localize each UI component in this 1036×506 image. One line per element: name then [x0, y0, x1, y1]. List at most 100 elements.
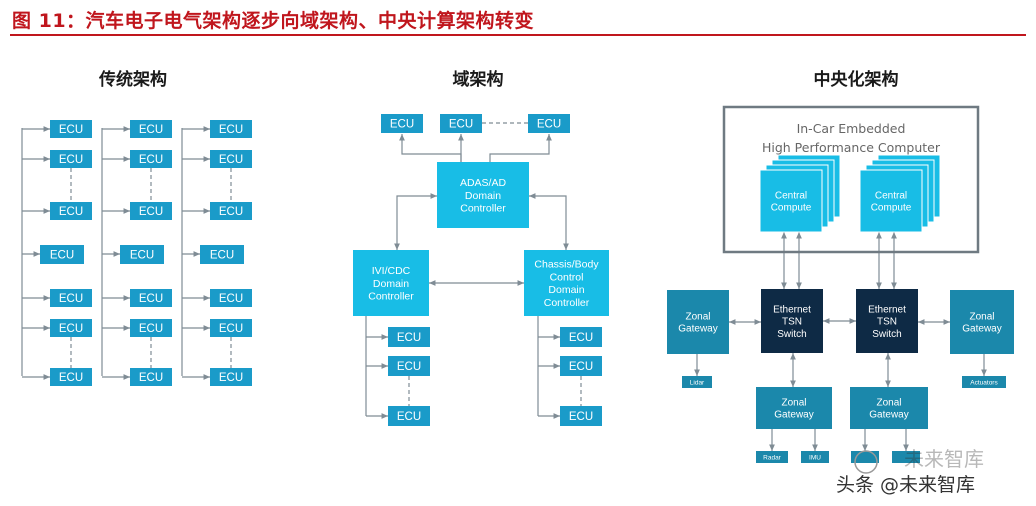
trad-gateway-ecu-0-shape [40, 245, 84, 264]
zonal-gateway-left-shape [667, 290, 729, 354]
watermark-text: 头条 @未来智库 [836, 474, 975, 496]
central-compute-2-shape [859, 169, 923, 233]
zonal-gateway-right-label: Gateway [962, 324, 1001, 335]
dom-low-ecu-1-2-label: ECU [569, 411, 593, 423]
dom-low-ecu-0-0-shape [388, 327, 430, 347]
trad-ecu-1-5-label: ECU [139, 372, 163, 384]
dom-top-ecu-1: ECU [381, 114, 423, 133]
zonal-gateway-bottom-1-label: Zonal [781, 398, 806, 409]
section-title-domain: 域架构 [453, 69, 504, 90]
trad-gateway-ecu-0-label: ECU [50, 250, 74, 262]
trad-ecu-2-1: ECU [210, 150, 252, 168]
lidar-sensor: Lidar [682, 376, 712, 388]
trad-ecu-2-2-label: ECU [219, 206, 243, 218]
trad-ecu-0-2: ECU [50, 202, 92, 220]
trad-ecu-0-5-label: ECU [59, 372, 83, 384]
imu-sensor-shape [801, 451, 829, 463]
trad-ecu-1-1: ECU [130, 150, 172, 168]
trad-ecu-1-0-shape [130, 120, 172, 138]
dom-low-ecu-0-2: ECU [388, 406, 430, 426]
sensor-hidden-2-shape [892, 451, 920, 463]
hpc-label-line2: High Performance Computer [762, 140, 941, 155]
zonal-gateway-bottom-2-shape [850, 387, 928, 429]
diagram-boxes: ECU ECU ECU ECU ECU ECU ECU ECU ECU ECU ECU ECU ECU E… [40, 105, 1014, 463]
zonal-gateway-right-shape [950, 290, 1014, 354]
title-rule [10, 34, 1026, 36]
dom-adas-to-ecu3 [489, 134, 552, 162]
dom-ivi-controller-label: Controller [368, 291, 414, 303]
central-compute-1-label: Central [775, 191, 807, 202]
dom-low-ecu-0-1-shape [388, 356, 430, 376]
watermark-logo-text: 未来智库 [904, 447, 984, 471]
central-compute-2-label: Central [875, 191, 907, 202]
trad-ecu-2-3-label: ECU [219, 293, 243, 305]
section-title-traditional: 传统架构 [98, 69, 167, 90]
dom-adas-ivi [394, 193, 437, 250]
trad-ecu-0-1-label: ECU [59, 154, 83, 166]
dom-top-ecu-3-shape [528, 114, 570, 133]
central-compute-1-label: Compute [771, 203, 812, 214]
dom-low-ecu-0-0: ECU [388, 327, 430, 347]
dom-low-ecu-0-2-label: ECU [397, 411, 421, 423]
trad-ecu-2-4-shape [210, 319, 252, 337]
dom-ivi-controller-label: Domain [373, 278, 409, 290]
dom-top-ecu-1-shape [381, 114, 423, 133]
trad-ecu-1-5-shape [130, 368, 172, 386]
trad-ecu-2-0: ECU [210, 120, 252, 138]
dom-adas-controller-label: Domain [465, 190, 501, 202]
sensor-hidden-2 [892, 451, 920, 463]
imu-sensor-label: IMU [809, 454, 821, 461]
zonal-gateway-bottom-1-shape [756, 387, 832, 429]
trad-ecu-1-2: ECU [130, 202, 172, 220]
dom-low-ecu-1-1-shape [560, 356, 602, 376]
dom-ivi-controller-shape [353, 250, 429, 316]
trad-ecu-0-4: ECU [50, 319, 92, 337]
trad-ecu-1-5: ECU [130, 368, 172, 386]
radar-sensor-label: Radar [763, 454, 782, 461]
trad-ecu-2-3: ECU [210, 289, 252, 307]
watermark: 未来智库 头条 @未来智库 [836, 447, 984, 496]
actuators-shape [962, 376, 1006, 388]
actuators-label: Actuators [970, 379, 998, 386]
ethernet-tsn-switch-1-label: Ethernet [773, 304, 811, 315]
dom-top-ecu-2: ECU [440, 114, 482, 133]
dom-low-ecu-1-2: ECU [560, 406, 602, 426]
trad-gateway-ecu-1: ECU [120, 245, 164, 264]
trad-ecu-0-0: ECU [50, 120, 92, 138]
dom-low-ecu-1-1: ECU [560, 356, 602, 376]
dom-chassis-controller-shape [524, 250, 609, 316]
trad-ecu-1-0: ECU [130, 120, 172, 138]
actuators: Actuators [962, 376, 1006, 388]
trad-ecu-2-3-shape [210, 289, 252, 307]
trad-ecu-2-5-label: ECU [219, 372, 243, 384]
lidar-sensor-shape [682, 376, 712, 388]
zonal-gateway-right-label: Zonal [969, 312, 994, 323]
trad-ecu-1-2-label: ECU [139, 206, 163, 218]
trad-ecu-0-4-label: ECU [59, 323, 83, 335]
trad-ecu-0-4-shape [50, 319, 92, 337]
hpc-frame [722, 105, 980, 254]
trad-ecu-2-4: ECU [210, 319, 252, 337]
figure-title: 图 11：汽车电子电气架构逐步向域架构、中央计算架构转变 [12, 10, 535, 32]
trad-ecu-2-0-shape [210, 120, 252, 138]
trad-gateway-ecu-1-label: ECU [130, 250, 154, 262]
trad-ecu-1-4-shape [130, 319, 172, 337]
central-compute-2-label: Compute [871, 203, 912, 214]
dom-low-ecu-1-0: ECU [560, 327, 602, 347]
dom-low-ecu-1-1-label: ECU [569, 361, 593, 373]
dom-adas-controller-label: ADAS/AD [460, 177, 507, 189]
imu-sensor: IMU [801, 451, 829, 463]
trad-ecu-0-2-shape [50, 202, 92, 220]
trad-gateway-ecu-2-shape [200, 245, 244, 264]
ethernet-tsn-switch-2-label: Ethernet [868, 304, 906, 315]
central-compute-1-shape [759, 169, 823, 233]
ethernet-tsn-switch-2-label: Switch [872, 329, 901, 340]
trad-ecu-1-4: ECU [130, 319, 172, 337]
dom-top-ecu-3-label: ECU [537, 119, 561, 131]
